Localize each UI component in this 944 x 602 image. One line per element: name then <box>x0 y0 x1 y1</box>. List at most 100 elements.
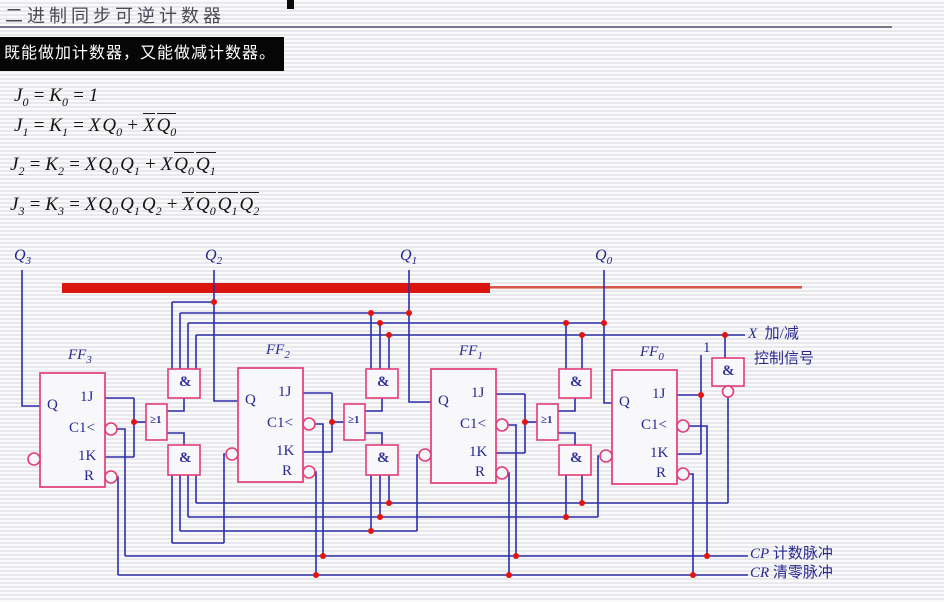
wire <box>117 476 119 575</box>
wire <box>223 453 225 543</box>
wire <box>689 473 694 575</box>
qbar-bubble <box>418 448 432 462</box>
and-gate-box <box>365 444 399 476</box>
and-gate-label: & <box>377 450 390 466</box>
ff-name-1: FF1 <box>459 343 483 362</box>
junction-dot <box>313 572 319 578</box>
junction-dot <box>131 419 137 425</box>
formula-term: + <box>143 154 157 175</box>
formula-term: X <box>84 154 97 175</box>
wire <box>597 455 599 517</box>
pin-label-r: R <box>656 465 667 481</box>
or-gate-box <box>343 403 366 441</box>
ff-box-2 <box>237 367 304 483</box>
formula-term: = <box>32 115 46 136</box>
const-one-label: 1 <box>703 340 711 356</box>
pin-label-1k: 1K <box>276 443 295 459</box>
junction-dot <box>563 320 569 326</box>
pin-label-c1: C1< <box>460 416 486 432</box>
formula-term: Q1 <box>120 194 140 218</box>
ff-box-1 <box>430 368 497 484</box>
junction-dot <box>563 514 569 520</box>
wire <box>508 472 510 575</box>
top-black-tick <box>287 0 294 9</box>
ff-name-0: FF0 <box>640 344 664 363</box>
and-gate-box <box>167 368 201 399</box>
formula-term: = <box>32 85 46 106</box>
junction-dot <box>579 332 585 338</box>
junction-dot <box>320 553 326 559</box>
formula-term: = <box>67 154 81 175</box>
page-title: 二进制同步可逆计数器 <box>5 6 225 26</box>
reset-bubble <box>495 466 509 480</box>
junction-dot <box>522 419 528 425</box>
junction-dot <box>329 419 335 425</box>
pin-label-c1: C1< <box>69 420 95 436</box>
formula-term: + <box>165 194 179 215</box>
formula-term: J2 <box>10 154 25 178</box>
pin-label-q: Q <box>47 397 58 413</box>
formula-term: J0 <box>14 85 29 109</box>
formula-term: K0 <box>49 85 68 109</box>
junction-dot <box>690 572 696 578</box>
wire <box>365 432 383 445</box>
junction-dot <box>368 310 374 316</box>
and-gate-box <box>558 444 592 476</box>
wire <box>689 425 708 556</box>
formula-term: X <box>142 113 155 136</box>
clock-bubble <box>104 422 118 436</box>
x-signal-label2: 控制信号 <box>754 351 815 367</box>
junction-dot <box>506 572 512 578</box>
pin-label-1k: 1K <box>650 445 669 461</box>
formula-term: J1 <box>14 115 29 139</box>
cp-label: CP 计数脉冲 <box>750 546 833 562</box>
pin-label-q: Q <box>438 393 449 409</box>
red-highlight-bar <box>62 283 490 293</box>
inverter-bubble <box>721 385 735 398</box>
qbar-bubble <box>225 447 239 461</box>
pin-label-q: Q <box>619 394 630 410</box>
formula-term: J3 <box>10 194 25 218</box>
formula-term: = <box>28 194 42 215</box>
formula-term: X <box>160 154 173 175</box>
formula-term: Q2 <box>141 194 162 218</box>
or-gate-box <box>536 403 559 441</box>
nand-gate-label: & <box>722 363 735 379</box>
reset-bubble <box>104 470 118 484</box>
wire <box>315 471 317 575</box>
formula-term: Q0 <box>102 115 123 139</box>
formula-term: Q1 <box>217 192 238 218</box>
title-underline <box>0 26 892 28</box>
junction-dot <box>601 320 607 326</box>
formula-term: + <box>126 115 139 136</box>
junction-dot <box>406 310 412 316</box>
x-signal-label: X 加/减 <box>748 326 799 342</box>
formula-term: Q0 <box>98 154 119 178</box>
wire <box>21 270 40 407</box>
clock-bubble <box>302 417 316 431</box>
formula-term: = <box>67 194 81 215</box>
and-gate-box <box>558 368 592 399</box>
formula-term: Q0 <box>156 113 177 139</box>
red-highlight-line <box>490 286 802 289</box>
clock-bubble <box>676 419 690 433</box>
pin-label-q: Q <box>245 392 256 408</box>
output-label-q0: Q0 <box>595 247 613 268</box>
and-gate-box <box>365 368 399 399</box>
formula-term: = <box>28 154 42 175</box>
formula-term: X <box>88 115 101 136</box>
junction-dot <box>377 320 383 326</box>
qbar-bubble <box>599 449 613 463</box>
wire <box>365 398 383 412</box>
pin-label-r: R <box>282 463 293 479</box>
junction-dot <box>211 299 217 305</box>
junction-dot <box>704 553 710 559</box>
formula-term: = <box>71 115 85 136</box>
ff-name-2: FF2 <box>266 342 290 361</box>
junction-dot <box>513 553 519 559</box>
junction-dot <box>377 514 383 520</box>
or-gate-label: ≥1 <box>150 414 162 426</box>
wire <box>315 423 324 556</box>
qbar-bubble <box>27 452 41 466</box>
